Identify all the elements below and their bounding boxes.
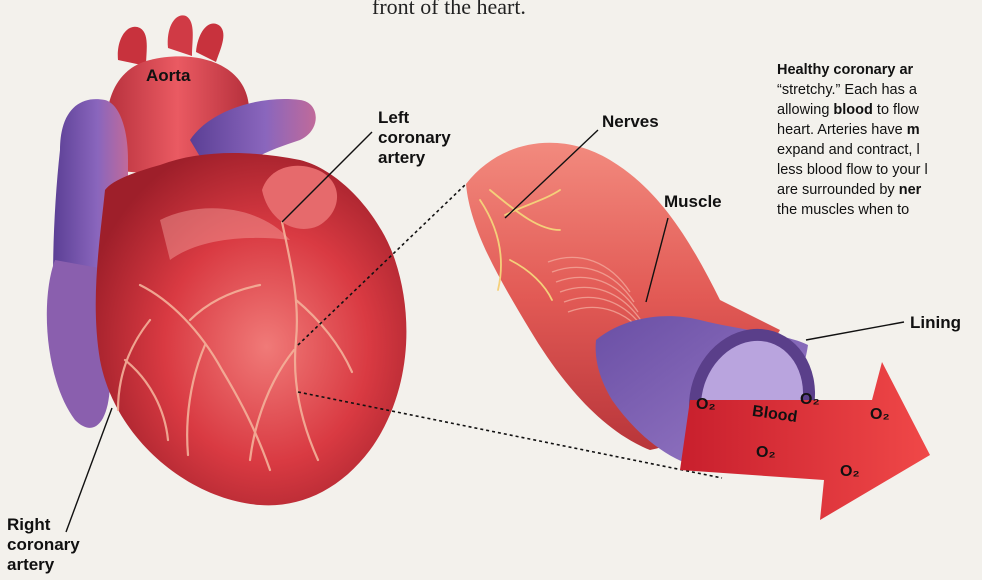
label-left-coronary-artery: Left coronary artery [378, 108, 451, 168]
label-nerves: Nerves [602, 112, 659, 132]
heart-illustration [47, 15, 407, 505]
paragraph-line: less blood flow to your l [777, 160, 982, 180]
label-line: artery [378, 148, 451, 168]
paragraph-line: heart. Arteries have m [777, 120, 982, 140]
label-right-coronary-artery: Right coronary artery [7, 515, 80, 575]
o2-label: O₂ [800, 390, 820, 410]
o2-label: O₂ [870, 405, 890, 425]
label-line: coronary [7, 535, 80, 555]
label-aorta: Aorta [146, 66, 190, 86]
o2-label: O₂ [696, 395, 716, 415]
o2-label: O₂ [840, 462, 860, 482]
label-line: artery [7, 555, 80, 575]
paragraph-line: “stretchy.” Each has a [777, 80, 982, 100]
paragraph-line: expand and contract, l [777, 140, 982, 160]
info-paragraph: Healthy coronary ar “stretchy.” Each has… [777, 60, 982, 220]
label-line: Right [7, 515, 80, 535]
caption-text: front of the heart. [372, 0, 526, 20]
o2-label: O₂ [756, 443, 776, 463]
label-line: Left [378, 108, 451, 128]
label-muscle: Muscle [664, 192, 722, 212]
paragraph-line: the muscles when to [777, 200, 982, 220]
paragraph-line: allowing blood to flow [777, 100, 982, 120]
label-line: coronary [378, 128, 451, 148]
label-lining: Lining [910, 313, 961, 333]
paragraph-line: Healthy coronary ar [777, 60, 982, 80]
paragraph-line: are surrounded by ner [777, 180, 982, 200]
